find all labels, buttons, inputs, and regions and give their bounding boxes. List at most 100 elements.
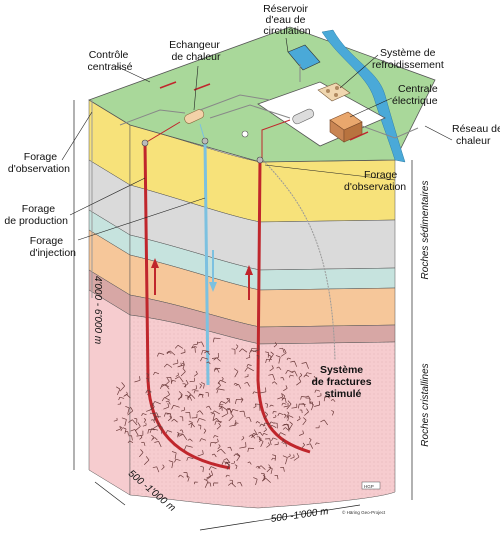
fracture-mark	[323, 396, 332, 402]
label-forage-obs-right: Forage d'observation	[344, 169, 406, 193]
fracture-mark	[179, 416, 184, 422]
fracture-mark	[120, 426, 123, 432]
fracture-mark	[147, 429, 155, 434]
fracture-mark	[314, 389, 321, 393]
fracture-mark	[239, 442, 247, 449]
label-reseau: Réseau de chaleur	[452, 123, 500, 147]
credit-badge: HGP	[364, 484, 374, 489]
fracture-mark	[171, 404, 180, 410]
control-station	[241, 130, 249, 138]
fracture-mark	[305, 397, 311, 405]
fracture-mark	[211, 453, 217, 458]
fracture-mark	[269, 404, 274, 407]
fracture-mark	[225, 474, 230, 478]
fracture-mark	[189, 377, 196, 382]
fracture-mark	[185, 395, 189, 401]
fracture-mark	[281, 402, 287, 406]
fracture-mark	[164, 390, 170, 399]
fracture-mark	[272, 454, 277, 461]
fracture-mark	[121, 417, 127, 427]
fracture-mark	[303, 374, 310, 378]
surface-arrow-3	[349, 131, 369, 141]
fracture-mark	[239, 410, 246, 418]
fracture-mark	[262, 432, 268, 436]
fracture-mark	[271, 457, 276, 461]
fracture-mark	[259, 439, 264, 447]
fracture-mark	[256, 355, 260, 360]
fracture-mark	[300, 403, 306, 408]
fracture-mark	[265, 402, 269, 408]
label-centrale: Centrale électrique	[392, 83, 441, 107]
fracture-mark	[166, 351, 172, 354]
turbine	[292, 108, 315, 125]
fracture-mark	[226, 462, 231, 470]
fracture-mark	[198, 424, 202, 430]
fracture-mark	[206, 473, 212, 480]
fracture-mark	[216, 422, 221, 430]
fracture-mark	[308, 437, 312, 443]
fracture-mark	[269, 424, 277, 429]
fracture-mark	[146, 373, 149, 378]
production-well-left	[143, 142, 231, 470]
observation-well-right	[262, 159, 336, 361]
fracture-mark	[179, 429, 184, 434]
fracture-mark	[187, 438, 193, 442]
fracture-cloud	[113, 337, 336, 488]
fracture-mark	[258, 431, 263, 436]
block-left-face	[88, 99, 131, 496]
fracture-mark	[276, 366, 282, 371]
fracture-mark	[157, 425, 163, 434]
fracture-mark	[180, 407, 186, 412]
label-controle: Contrôle centralisé	[88, 49, 133, 73]
dimension-lines	[73, 100, 413, 531]
fracture-mark	[143, 456, 150, 465]
fracture-mark	[186, 456, 194, 461]
fracture-mark	[113, 417, 118, 422]
fracture-mark	[207, 482, 212, 487]
fracture-mark	[214, 438, 219, 444]
fracture-mark	[283, 402, 289, 408]
fracture-mark	[283, 413, 287, 419]
fracture-mark	[127, 440, 134, 444]
fracture-mark	[262, 474, 266, 482]
fracture-mark	[266, 442, 271, 448]
fracture-mark	[272, 411, 277, 414]
fracture-mark	[213, 435, 219, 438]
label-forage-prod: Forage de production	[4, 203, 68, 227]
fracture-mark	[283, 385, 288, 392]
fracture-mark	[161, 464, 165, 471]
fracture-mark	[277, 412, 284, 416]
fracture-mark	[200, 356, 209, 362]
fracture-mark	[204, 351, 211, 355]
surface-pipes	[119, 64, 419, 160]
fracture-mark	[286, 415, 294, 419]
wellhead-production-right	[256, 156, 264, 164]
fracture-mark	[163, 403, 170, 410]
fracture-mark	[197, 450, 204, 457]
fracture-mark	[116, 386, 121, 396]
fracture-mark	[280, 348, 287, 357]
fracture-mark	[167, 415, 172, 422]
fracture-mark	[250, 347, 258, 353]
fracture-mark	[152, 466, 160, 473]
fracture-mark	[246, 364, 252, 368]
fracture-mark	[163, 412, 172, 417]
fracture-mark	[269, 421, 275, 425]
fracture-mark	[259, 437, 262, 443]
fracture-mark	[197, 341, 205, 348]
fracture-mark	[244, 381, 250, 387]
fracture-mark	[281, 438, 285, 444]
fracture-mark	[287, 453, 291, 458]
flow-arrow-down-center-head	[209, 282, 217, 292]
fracture-mark	[223, 458, 231, 464]
fracture-mark	[263, 427, 267, 433]
fracture-mark	[301, 442, 305, 449]
fracture-mark	[244, 367, 254, 372]
fracture-mark	[149, 403, 155, 411]
label-echangeur: Echangeur de chaleur	[169, 39, 223, 63]
fracture-mark	[180, 367, 186, 377]
fracture-mark	[174, 376, 184, 383]
fracture-mark	[272, 414, 277, 419]
fracture-mark	[304, 408, 309, 416]
